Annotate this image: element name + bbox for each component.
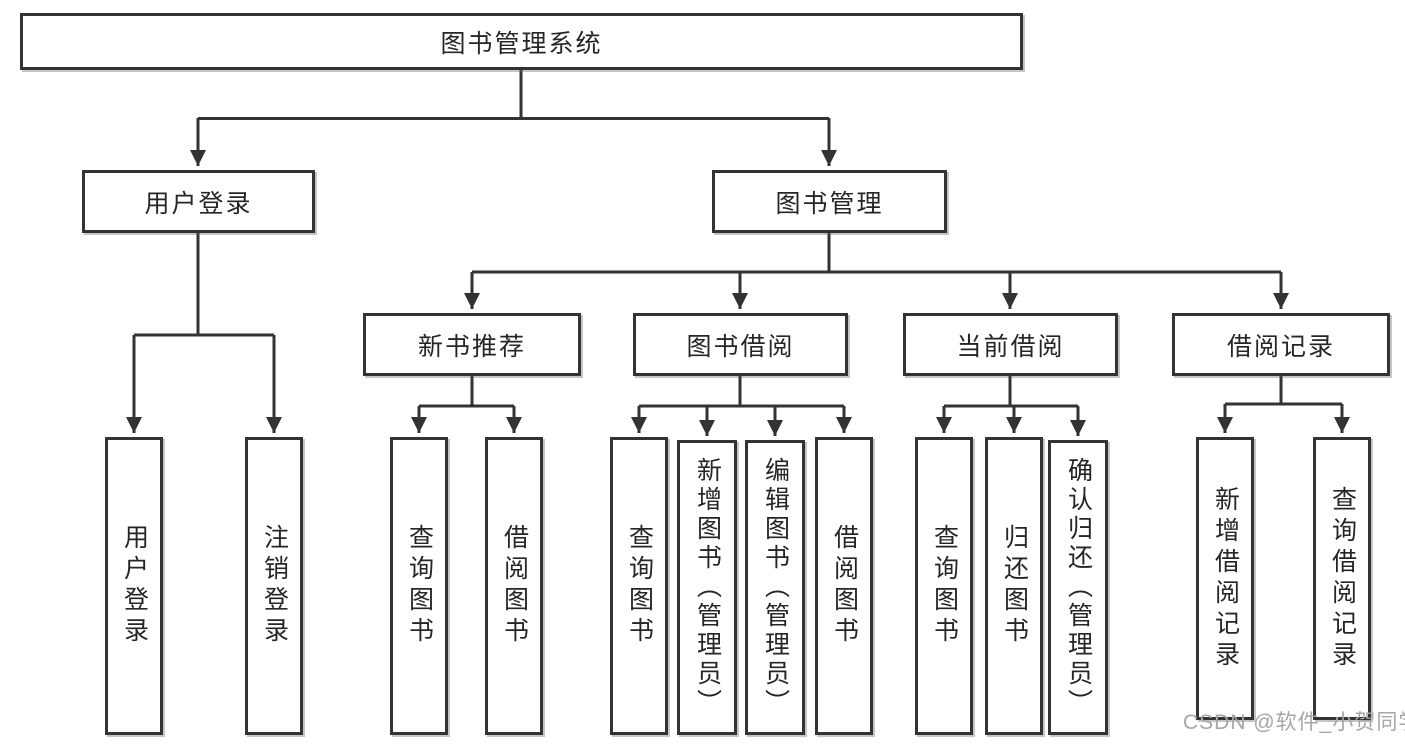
node-bb-add-books-admin: 新增图书（管理员） xyxy=(677,440,737,735)
node-cb-confirm-return-admin: 确认归还（管理员） xyxy=(1048,440,1108,735)
node-br-add-record: 新增借阅记录 xyxy=(1196,437,1254,720)
node-bb-query-books: 查询图书 xyxy=(610,437,668,735)
node-current-borrowing: 当前借阅 xyxy=(903,313,1118,376)
node-rec-borrow-books: 借阅图书 xyxy=(485,437,543,735)
node-new-book-recommend: 新书推荐 xyxy=(363,313,581,376)
node-bb-edit-books-admin: 编辑图书（管理员） xyxy=(745,440,805,735)
csdn-watermark: CSDN @软件_小贺同学 xyxy=(1183,711,1405,734)
node-logout-leaf: 注销登录 xyxy=(245,437,303,735)
node-cb-query-books: 查询图书 xyxy=(915,437,973,735)
node-library-management-system: 图书管理系统 xyxy=(20,13,1023,70)
node-bb-borrow-books: 借阅图书 xyxy=(815,437,873,735)
node-borrowing-records: 借阅记录 xyxy=(1172,313,1390,376)
node-rec-query-books: 查询图书 xyxy=(390,437,448,735)
node-user-login-leaf: 用户登录 xyxy=(105,437,163,735)
node-br-query-record: 查询借阅记录 xyxy=(1313,437,1371,720)
node-user-login: 用户登录 xyxy=(82,170,315,233)
node-book-borrowing: 图书借阅 xyxy=(633,313,848,376)
node-cb-return-books: 归还图书 xyxy=(985,437,1043,735)
node-book-management: 图书管理 xyxy=(712,170,947,233)
